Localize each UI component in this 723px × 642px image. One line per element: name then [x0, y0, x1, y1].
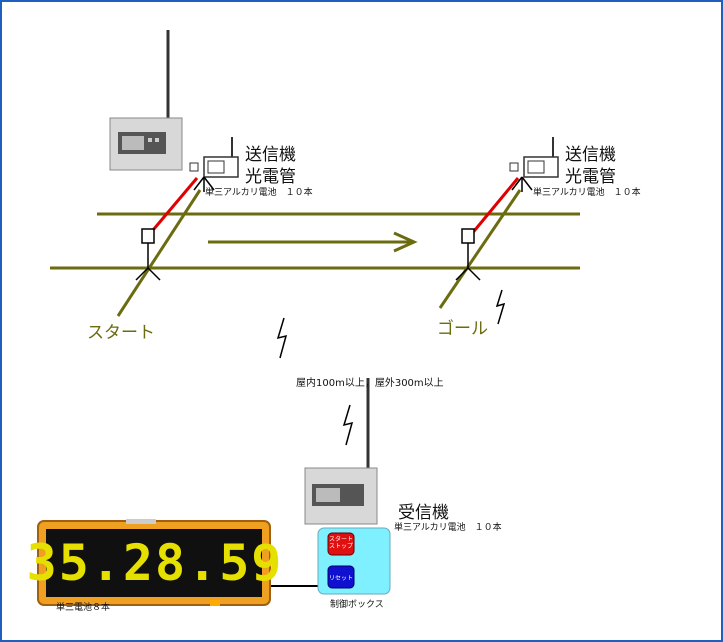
start-beam: [146, 177, 199, 237]
timer-display: [37, 519, 271, 606]
control-box-label: 制御ボックス: [330, 600, 384, 610]
goal-transmitter-battery: 単三アルカリ電池 １０本: [533, 188, 641, 198]
goal-label: ゴール: [437, 319, 488, 339]
signal-bolt-start: [276, 317, 288, 359]
reset-button[interactable]: [327, 565, 355, 589]
start-reflector-stand: [135, 228, 161, 281]
direction-arrow: [208, 231, 418, 253]
goal-photocell: [509, 137, 559, 192]
start-transmitter-device: [109, 30, 183, 171]
range-note: 屋内100m以上，屋外300m以上: [296, 378, 444, 389]
receiver-device: [304, 378, 378, 525]
goal-reflector-stand: [455, 228, 481, 281]
receiver-title: 受信機: [398, 503, 449, 523]
start-photocell: [189, 137, 239, 192]
start-stop-button-label: スタート ストップ: [328, 536, 353, 550]
start-transmitter-title: 送信機: [245, 145, 296, 165]
start-line: [116, 189, 202, 317]
goal-line: [438, 189, 522, 309]
start-label: スタート: [87, 323, 155, 343]
reset-button-label: リセット: [328, 575, 353, 582]
goal-beam: [468, 177, 520, 237]
display-battery: 単三電池８本: [56, 603, 111, 613]
start-transmitter-battery: 単三アルカリ電池 １０本: [205, 188, 313, 198]
receiver-battery: 単三アルカリ電池 １０本: [394, 523, 502, 533]
start-stop-button[interactable]: [327, 532, 355, 556]
signal-bolt-receiver: [342, 404, 354, 446]
goal-transmitter-subtitle: 光電管: [565, 167, 616, 187]
timer-digits: 35.28.59: [26, 534, 284, 592]
control-box: [317, 527, 391, 595]
start-transmitter-subtitle: 光電管: [245, 167, 296, 187]
signal-bolt-goal: [495, 289, 506, 325]
goal-transmitter-title: 送信機: [565, 145, 616, 165]
